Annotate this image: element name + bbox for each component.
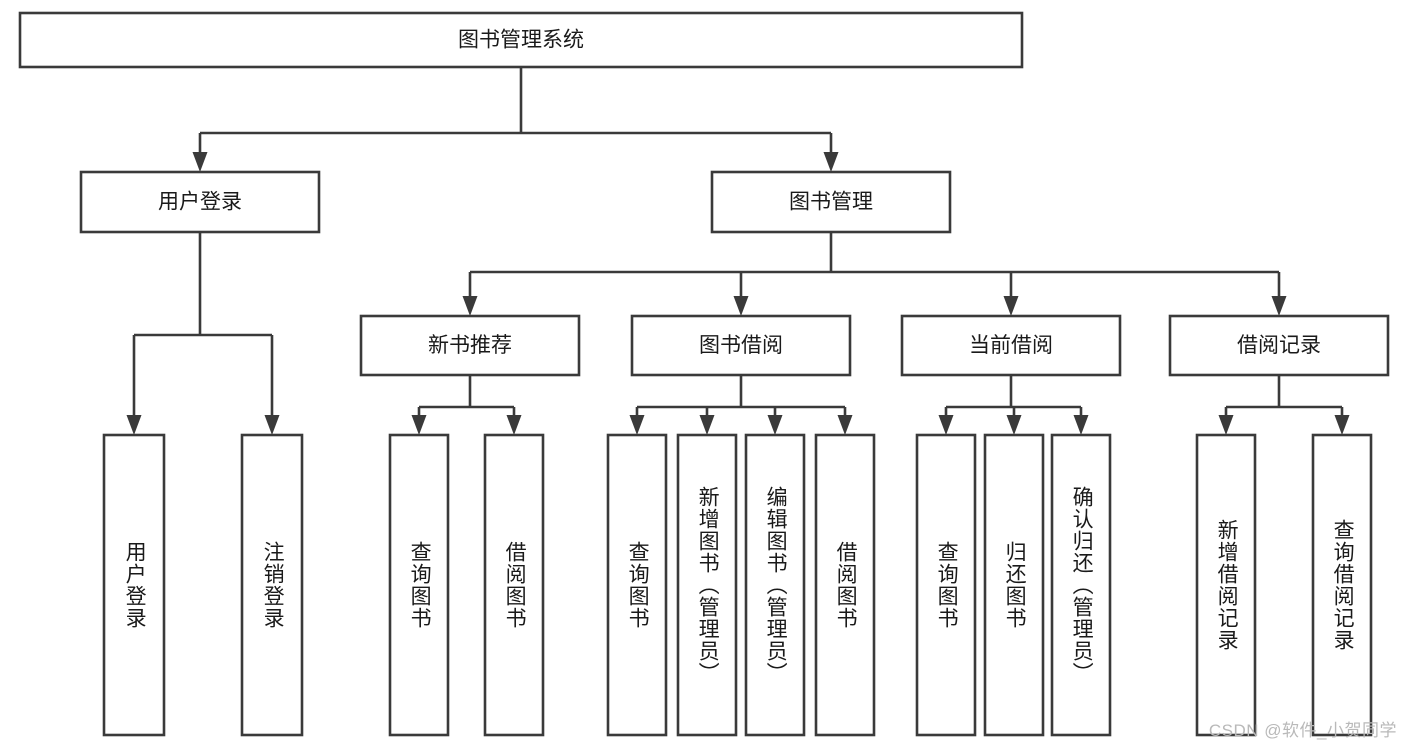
arrow-head-icon xyxy=(823,152,839,172)
arrow-head-icon xyxy=(1006,415,1022,435)
arrow-head-icon xyxy=(506,415,522,435)
arrow-head-icon xyxy=(1003,296,1019,316)
arrow-head-icon xyxy=(192,152,208,172)
node-label: 用户登录 xyxy=(158,191,242,214)
node-label: 当前借阅 xyxy=(969,334,1053,357)
node-leaf-7[interactable] xyxy=(814,433,876,737)
arrow-head-icon xyxy=(733,296,749,316)
node-label: 图书管理 xyxy=(789,191,873,214)
arrow-head-icon xyxy=(1218,415,1234,435)
node-leaf-12[interactable] xyxy=(1311,433,1373,737)
node-level3-1[interactable]: 图书借阅 xyxy=(630,314,852,377)
node-level2-0[interactable]: 用户登录 xyxy=(79,170,321,234)
node-root[interactable]: 图书管理系统 xyxy=(18,11,1024,69)
node-leaf-3[interactable] xyxy=(483,433,545,737)
node-level3-2[interactable]: 当前借阅 xyxy=(900,314,1122,377)
arrow-head-icon xyxy=(938,415,954,435)
node-leaf-8[interactable] xyxy=(915,433,977,737)
node-level3-0[interactable]: 新书推荐 xyxy=(359,314,581,377)
node-leaf-6[interactable] xyxy=(744,433,806,737)
arrow-head-icon xyxy=(699,415,715,435)
arrow-head-icon xyxy=(837,415,853,435)
node-level2-1[interactable]: 图书管理 xyxy=(710,170,952,234)
node-leaf-5[interactable] xyxy=(676,433,738,737)
node-leaf-2[interactable] xyxy=(388,433,450,737)
node-label: 借阅记录 xyxy=(1237,334,1321,357)
arrow-head-icon xyxy=(411,415,427,435)
arrow-head-icon xyxy=(462,296,478,316)
node-label: 图书管理系统 xyxy=(458,29,584,52)
arrow-head-icon xyxy=(629,415,645,435)
arrow-head-icon xyxy=(264,415,280,435)
node-leaf-0[interactable] xyxy=(102,433,166,737)
node-label: 图书借阅 xyxy=(699,334,783,357)
node-leaf-1[interactable] xyxy=(240,433,304,737)
arrow-head-icon xyxy=(1334,415,1350,435)
arrow-head-icon xyxy=(767,415,783,435)
node-leaf-11[interactable] xyxy=(1195,433,1257,737)
connector-layer xyxy=(126,67,1350,435)
arrow-head-icon xyxy=(126,415,142,435)
node-leaf-10[interactable] xyxy=(1050,433,1112,737)
watermark: CSDN @软件_小贺同学 xyxy=(1208,721,1397,740)
arrow-head-icon xyxy=(1073,415,1089,435)
arrow-head-icon xyxy=(1271,296,1287,316)
node-leaf-9[interactable] xyxy=(983,433,1045,737)
node-label: 新书推荐 xyxy=(428,334,512,357)
node-level3-3[interactable]: 借阅记录 xyxy=(1168,314,1390,377)
node-leaf-4[interactable] xyxy=(606,433,668,737)
